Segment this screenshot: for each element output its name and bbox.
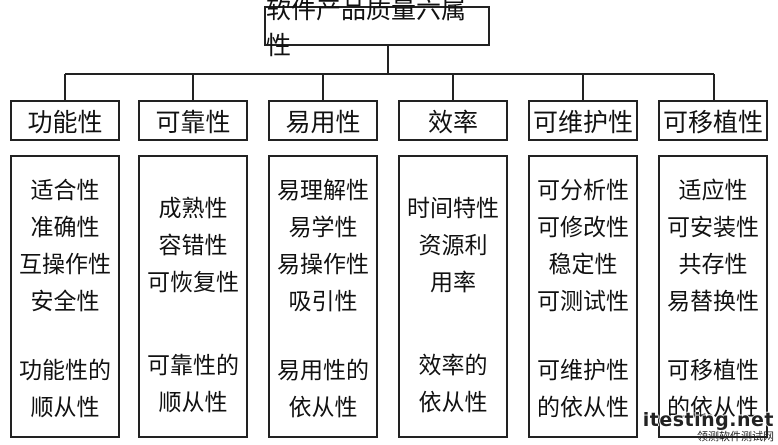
compliance-line: 可移植性 bbox=[667, 358, 759, 384]
item: 适应性 bbox=[678, 178, 748, 204]
watermark-sub: 领测软件测试网 bbox=[697, 430, 774, 443]
compliance-line: 顺从性 bbox=[30, 395, 100, 421]
item: 易理解性 bbox=[277, 178, 369, 204]
item: 可测试性 bbox=[537, 289, 629, 315]
category-box-reliability: 成熟性 容错性 可恢复性 可靠性的 顺从性 bbox=[138, 155, 248, 438]
category-box-usability: 易理解性 易学性 易操作性 吸引性 易用性的 依从性 bbox=[268, 155, 378, 438]
item: 可修改性 bbox=[537, 215, 629, 241]
compliance-line: 功能性的 bbox=[19, 358, 111, 384]
item: 容错性 bbox=[158, 233, 228, 259]
item: 资源利 bbox=[418, 233, 488, 259]
compliance-line: 可靠性的 bbox=[147, 353, 239, 379]
watermark-main: itesting.net bbox=[642, 409, 774, 431]
item: 可分析性 bbox=[537, 178, 629, 204]
category-title-efficiency: 效率 bbox=[398, 100, 508, 141]
category-title-functionality: 功能性 bbox=[10, 100, 120, 141]
category-title-maintainability: 可维护性 bbox=[528, 100, 638, 141]
compliance-line: 可维护性 bbox=[537, 358, 629, 384]
compliance-line: 顺从性 bbox=[158, 390, 228, 416]
compliance-line: 效率的 bbox=[418, 353, 488, 379]
item: 互操作性 bbox=[19, 252, 111, 278]
category-title-reliability: 可靠性 bbox=[138, 100, 248, 141]
category-box-portability: 适应性 可安装性 共存性 易替换性 可移植性 的依从性 bbox=[658, 155, 768, 438]
item: 吸引性 bbox=[288, 289, 358, 315]
category-box-efficiency: 时间特性 资源利 用率 效率的 依从性 bbox=[398, 155, 508, 438]
item: 成熟性 bbox=[158, 196, 228, 222]
category-box-maintainability: 可分析性 可修改性 稳定性 可测试性 可维护性 的依从性 bbox=[528, 155, 638, 438]
root-node: 软件产品质量六属性 bbox=[264, 0, 490, 60]
compliance-line: 依从性 bbox=[418, 390, 488, 416]
compliance-line: 依从性 bbox=[288, 395, 358, 421]
watermark: itesting.net 领测软件测试网 bbox=[643, 410, 774, 443]
item: 易学性 bbox=[288, 215, 358, 241]
item: 用率 bbox=[430, 270, 476, 296]
category-title-usability: 易用性 bbox=[268, 100, 378, 141]
item: 易操作性 bbox=[277, 252, 369, 278]
item: 易替换性 bbox=[667, 289, 759, 315]
category-title-portability: 可移植性 bbox=[658, 100, 768, 141]
item: 准确性 bbox=[30, 215, 100, 241]
compliance-line: 的依从性 bbox=[537, 395, 629, 421]
item: 可安装性 bbox=[667, 215, 759, 241]
item: 共存性 bbox=[678, 252, 748, 278]
category-box-functionality: 适合性 准确性 互操作性 安全性 功能性的 顺从性 bbox=[10, 155, 120, 438]
item: 时间特性 bbox=[407, 196, 499, 222]
item: 稳定性 bbox=[548, 252, 618, 278]
compliance-line: 的依从性 bbox=[667, 395, 759, 421]
compliance-line: 易用性的 bbox=[277, 358, 369, 384]
item: 安全性 bbox=[30, 289, 100, 315]
item: 适合性 bbox=[30, 178, 100, 204]
item: 可恢复性 bbox=[147, 270, 239, 296]
